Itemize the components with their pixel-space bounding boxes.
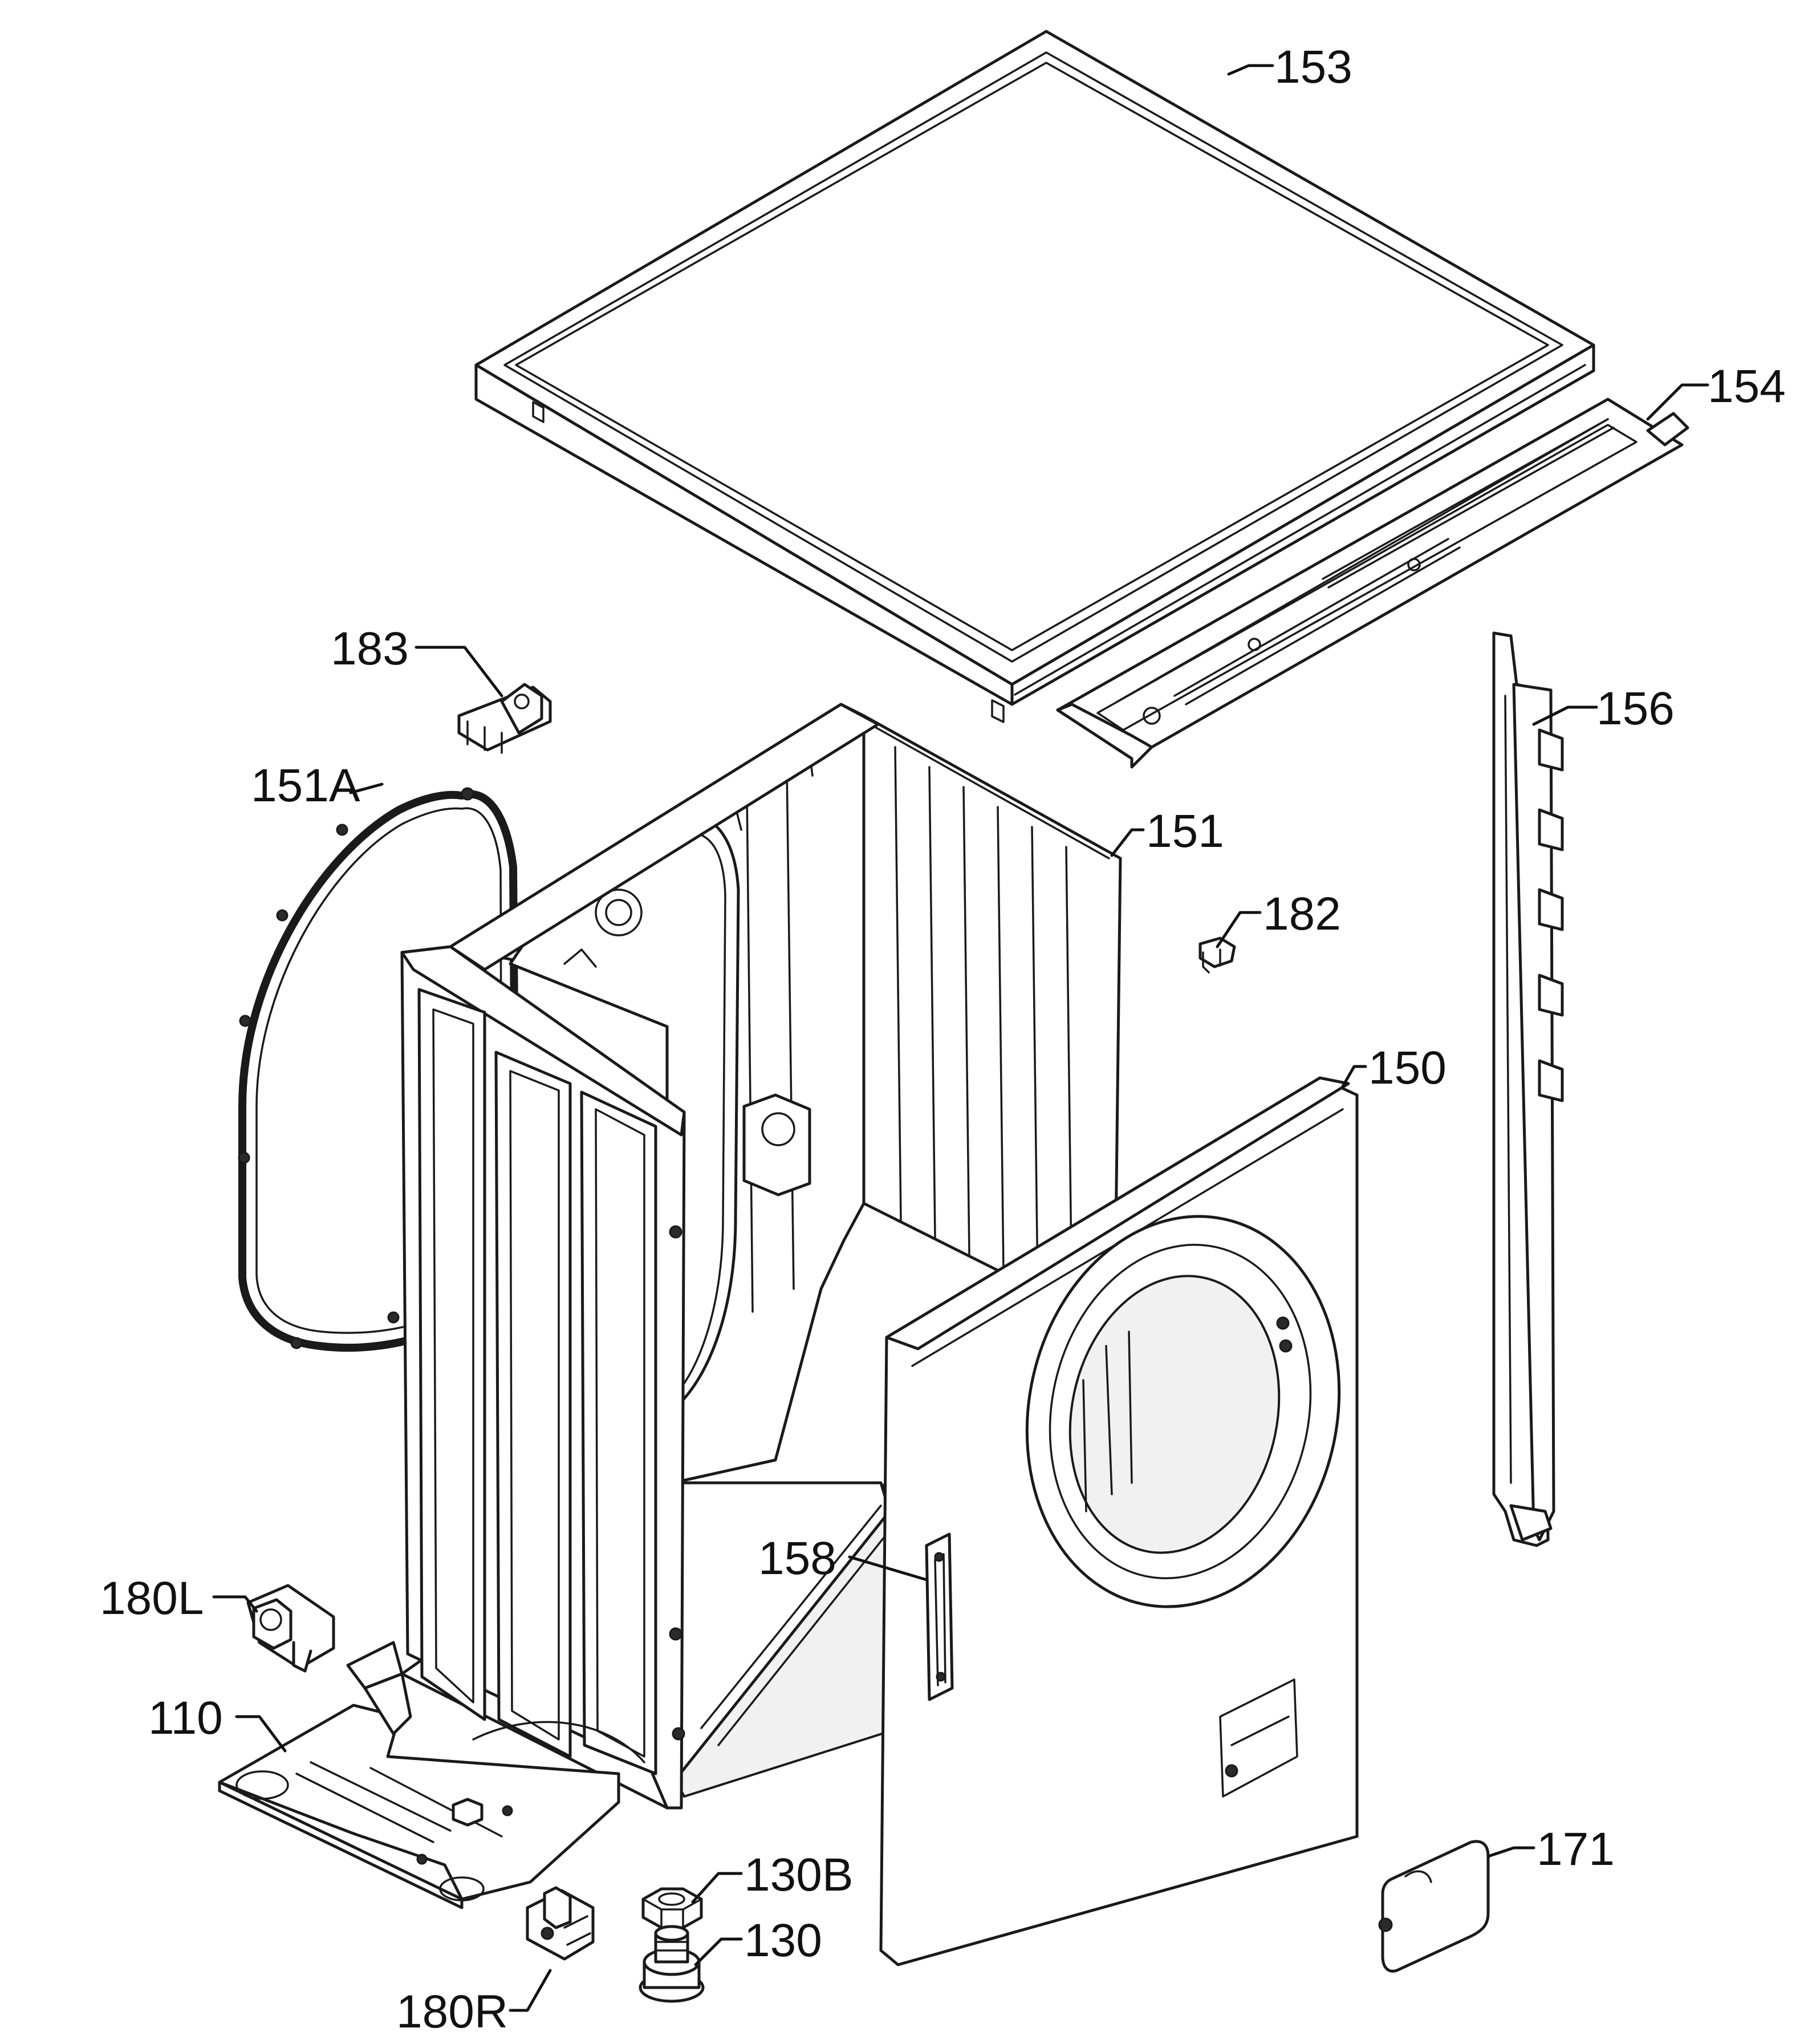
base-frame-part-110 bbox=[218, 1641, 620, 1909]
label-156: 156 bbox=[1596, 683, 1675, 735]
rear-rail-part-154 bbox=[1056, 398, 1689, 769]
label-130B: 130B bbox=[744, 1849, 854, 1901]
label-183: 183 bbox=[331, 623, 409, 675]
clip-part-182 bbox=[1198, 936, 1236, 974]
leader-180L bbox=[212, 1595, 258, 1613]
leader-156 bbox=[1532, 705, 1598, 726]
side-rail-part-156 bbox=[1492, 631, 1564, 1547]
leader-151A bbox=[349, 782, 384, 794]
part-labels: 153 154 183 151A 156 151 182 150 158 180… bbox=[100, 41, 1786, 2038]
leader-171 bbox=[1486, 1846, 1535, 1858]
leader-158 bbox=[848, 1555, 928, 1581]
leader-182 bbox=[1216, 911, 1262, 948]
label-150: 150 bbox=[1368, 1042, 1447, 1094]
bracket-part-183 bbox=[457, 683, 552, 754]
leader-153 bbox=[1227, 64, 1274, 76]
label-151A: 151A bbox=[251, 760, 360, 812]
right-foot-bracket-part-180R bbox=[526, 1886, 595, 1961]
leader-lines bbox=[212, 64, 1709, 2012]
label-130: 130 bbox=[744, 1915, 822, 1966]
label-110: 110 bbox=[148, 1692, 223, 1744]
leader-154 bbox=[1646, 383, 1709, 421]
leader-151 bbox=[1110, 828, 1145, 857]
left-foot-bracket-part-180L bbox=[246, 1584, 335, 1673]
service-flap-part-171 bbox=[1378, 1840, 1490, 1973]
hinge-strip-part-158 bbox=[925, 1532, 954, 1701]
label-171: 171 bbox=[1537, 1823, 1615, 1875]
label-154: 154 bbox=[1708, 360, 1786, 412]
leader-150 bbox=[1341, 1065, 1367, 1088]
leader-183 bbox=[415, 646, 503, 697]
nut-part-130B bbox=[641, 1887, 703, 1929]
label-182: 182 bbox=[1263, 888, 1341, 940]
leader-130B bbox=[691, 1872, 743, 1904]
label-158: 158 bbox=[758, 1532, 836, 1584]
leader-130 bbox=[694, 1937, 743, 1966]
leader-110 bbox=[235, 1715, 287, 1753]
label-151: 151 bbox=[1146, 805, 1224, 857]
label-180L: 180L bbox=[100, 1572, 204, 1624]
cabinet-part-151 bbox=[400, 703, 1122, 1810]
top-lid-part-153 bbox=[474, 30, 1595, 723]
adjustable-foot-part-130 bbox=[639, 1925, 705, 2003]
label-180R: 180R bbox=[396, 1986, 508, 2038]
leader-180R bbox=[509, 1969, 552, 2012]
label-153: 153 bbox=[1274, 41, 1352, 93]
front-panel-part-150 bbox=[879, 1076, 1359, 1966]
